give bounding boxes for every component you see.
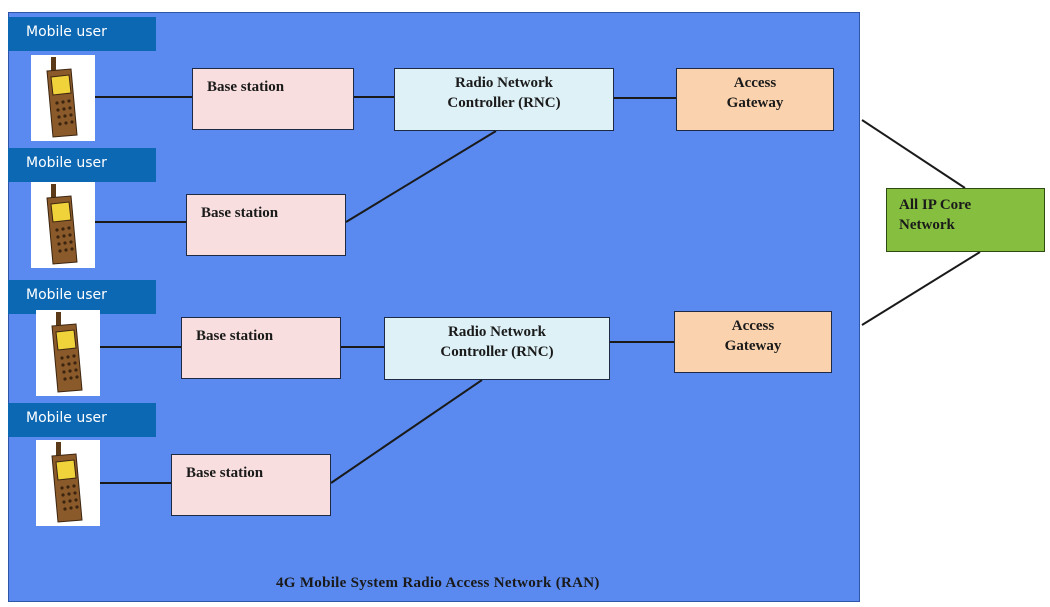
base-station-label: Base station: [201, 205, 279, 221]
rnc-label-line2: Controller (RNC): [447, 95, 561, 111]
gateway-label-line1: Access: [733, 75, 777, 91]
mobile-user-label-3: Mobile user: [8, 280, 156, 314]
ran-caption: 4G Mobile System Radio Access Network (R…: [276, 575, 600, 591]
mobile-phone-icon: [31, 55, 95, 141]
mobile-phone-icon: [36, 310, 100, 396]
access-gateway-2: Access Gateway: [674, 311, 832, 373]
link-ag2-core: [861, 251, 981, 326]
access-gateway-1: Access Gateway: [676, 68, 834, 131]
base-station-3: Base station: [181, 317, 341, 379]
gateway-label-line2: Gateway: [724, 338, 782, 354]
mobile-user-label-2: Mobile user: [8, 148, 156, 182]
base-station-4: Base station: [171, 454, 331, 516]
base-station-2: Base station: [186, 194, 346, 256]
mobile-phone-icon: [31, 182, 95, 268]
rnc-2: Radio Network Controller (RNC): [384, 317, 610, 380]
base-station-label: Base station: [207, 79, 285, 95]
base-station-1: Base station: [192, 68, 354, 130]
all-ip-core-network: All IP Core Network: [886, 188, 1045, 252]
mobile-phone-icon: [36, 440, 100, 526]
link-bs4-rnc2: [330, 379, 483, 484]
mobile-user-label-4: Mobile user: [8, 403, 156, 437]
base-station-label: Base station: [196, 328, 274, 344]
core-label-line2: Network: [899, 217, 955, 233]
link-bs2-rnc1: [345, 130, 497, 223]
mobile-user-label-1: Mobile user: [8, 17, 156, 51]
core-label-line1: All IP Core: [899, 197, 972, 213]
rnc-label-line1: Radio Network: [455, 75, 553, 91]
rnc-label-line1: Radio Network: [448, 324, 546, 340]
link-ag1-core: [861, 119, 966, 189]
gateway-label-line2: Gateway: [726, 95, 784, 111]
base-station-label: Base station: [186, 465, 264, 481]
rnc-1: Radio Network Controller (RNC): [394, 68, 614, 131]
rnc-label-line2: Controller (RNC): [440, 344, 554, 360]
gateway-label-line1: Access: [731, 318, 775, 334]
